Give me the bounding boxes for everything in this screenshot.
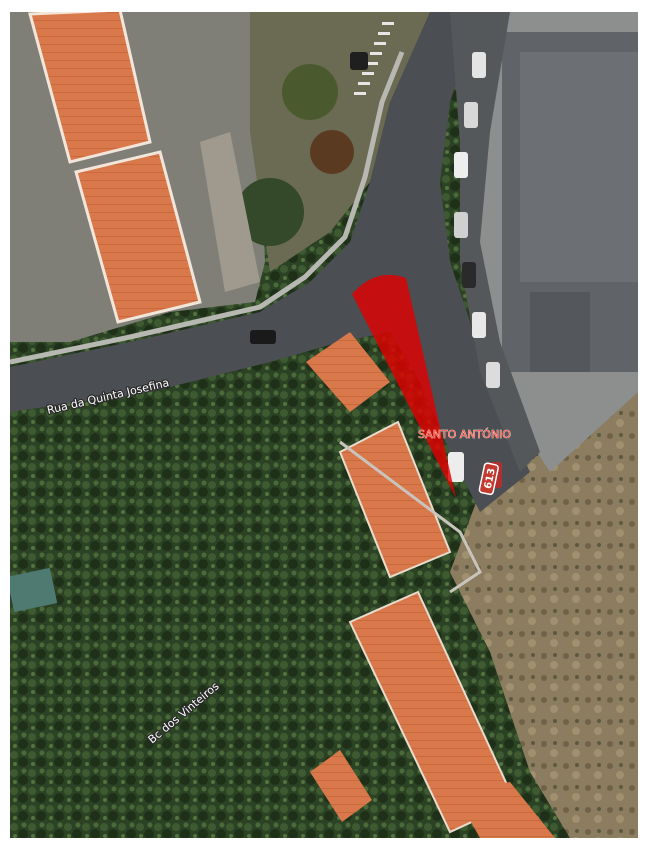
tree xyxy=(310,130,354,174)
wall-outline xyxy=(339,440,482,594)
map-canvas[interactable]: Rua da Quinta Josefina Bc dos Vinteiros … xyxy=(10,12,638,838)
house-roofs xyxy=(28,12,260,324)
building-roof-grey xyxy=(520,52,638,282)
road-number-label: 613 xyxy=(483,467,498,490)
parked-cars xyxy=(250,52,502,488)
sidewalk xyxy=(10,51,405,365)
crosswalk xyxy=(354,22,394,95)
view-cone-marker[interactable] xyxy=(352,274,456,498)
house-roofs xyxy=(10,332,555,838)
tree xyxy=(282,64,338,120)
dirt-area xyxy=(450,392,638,838)
satellite-map[interactable]: Rua da Quinta Josefina Bc dos Vinteiros … xyxy=(10,12,638,838)
road-number-shield: 613 xyxy=(478,462,499,496)
building-roof-grey xyxy=(530,292,590,372)
tree xyxy=(236,178,304,246)
place-label-santo-antonio: SANTO ANTÓNIO xyxy=(418,428,511,441)
road xyxy=(10,12,530,512)
